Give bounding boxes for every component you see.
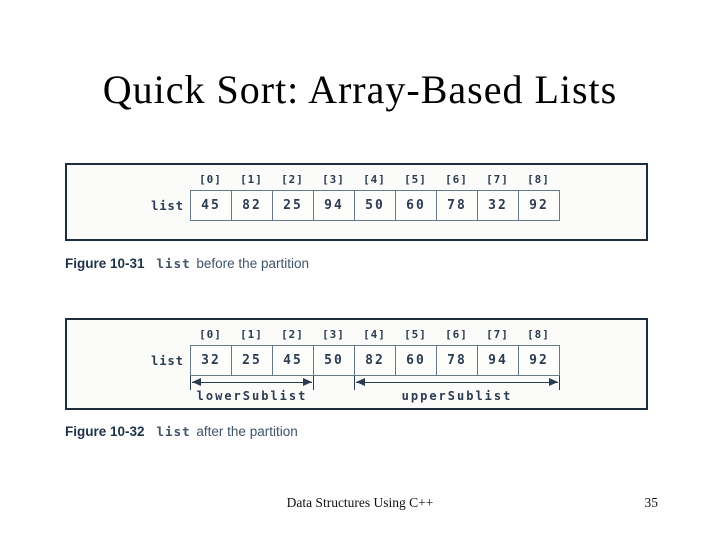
index-label: [4] — [363, 328, 386, 341]
caption-code: list — [156, 424, 191, 439]
array-cell: 94 — [313, 190, 355, 221]
array-cell: 32 — [190, 345, 232, 376]
arrowhead-left-icon — [356, 378, 365, 386]
range-tick — [559, 376, 560, 390]
caption-text: after the partition — [196, 424, 298, 439]
array-cell: 45 — [272, 345, 314, 376]
caption-text: before the partition — [196, 256, 309, 271]
array-cell: 25 — [231, 345, 273, 376]
index-label: [5] — [404, 173, 427, 186]
array-cell: 92 — [518, 190, 560, 221]
index-label: [1] — [240, 328, 263, 341]
index-label: [0] — [199, 173, 222, 186]
array-cell: 82 — [231, 190, 273, 221]
array-cell: 45 — [190, 190, 232, 221]
index-label: [3] — [322, 173, 345, 186]
footer-title: Data Structures Using C++ — [286, 495, 434, 510]
lower-sublist-span: lowerSublist — [190, 376, 314, 406]
array-after-partition: [0] [1] [2] [3] [4] [5] [6] [7] [8] list… — [151, 328, 560, 376]
double-arrow-icon — [192, 378, 312, 386]
array-cell: 60 — [395, 190, 437, 221]
index-label: [6] — [445, 173, 468, 186]
index-label: [5] — [404, 328, 427, 341]
array-before-partition: [0] [1] [2] [3] [4] [5] [6] [7] [8] list… — [151, 173, 560, 221]
array-cell: 50 — [354, 190, 396, 221]
arrowhead-left-icon — [192, 378, 201, 386]
array-cell: 50 — [313, 345, 355, 376]
array-cell: 78 — [436, 190, 478, 221]
index-label: [8] — [527, 328, 550, 341]
array-name-label: list — [151, 353, 184, 368]
figure-number: Figure 10-32 — [65, 424, 145, 439]
array-cell: 60 — [395, 345, 437, 376]
array-cell: 82 — [354, 345, 396, 376]
cell-row: list 45 82 25 94 50 60 78 32 92 — [151, 190, 560, 221]
index-row: [0] [1] [2] [3] [4] [5] [6] [7] [8] — [190, 328, 560, 342]
index-label: [2] — [281, 173, 304, 186]
range-tick — [354, 376, 355, 390]
arrowhead-right-icon — [303, 378, 312, 386]
array-cell: 78 — [436, 345, 478, 376]
range-tick — [313, 376, 314, 390]
caption-code: list — [156, 256, 191, 271]
range-tick — [190, 376, 191, 390]
index-label: [0] — [199, 328, 222, 341]
cell-row: list 32 25 45 50 82 60 78 94 92 — [151, 345, 560, 376]
array-cell: 32 — [477, 190, 519, 221]
page-number: 35 — [644, 495, 659, 510]
upper-sublist-label: upperSublist — [401, 389, 513, 403]
figure-number: Figure 10-31 — [65, 256, 145, 271]
figure-before-partition: [0] [1] [2] [3] [4] [5] [6] [7] [8] list… — [65, 163, 648, 241]
array-cell: 94 — [477, 345, 519, 376]
lower-sublist-label: lowerSublist — [196, 389, 308, 403]
index-label: [1] — [240, 173, 263, 186]
figure-after-partition: [0] [1] [2] [3] [4] [5] [6] [7] [8] list… — [65, 318, 648, 410]
index-label: [3] — [322, 328, 345, 341]
index-label: [8] — [527, 173, 550, 186]
index-row: [0] [1] [2] [3] [4] [5] [6] [7] [8] — [190, 173, 560, 187]
array-cell: 92 — [518, 345, 560, 376]
index-label: [4] — [363, 173, 386, 186]
upper-sublist-span: upperSublist — [354, 376, 560, 406]
index-label: [7] — [486, 173, 509, 186]
slide-title: Quick Sort: Array-Based Lists — [102, 67, 618, 112]
index-label: [6] — [445, 328, 468, 341]
array-cell: 25 — [272, 190, 314, 221]
figure-caption-10-32: Figure 10-32 list after the partition — [65, 424, 298, 439]
index-label: [2] — [281, 328, 304, 341]
arrowhead-right-icon — [549, 378, 558, 386]
double-arrow-icon — [356, 378, 558, 386]
figure-caption-10-31: Figure 10-31 list before the partition — [65, 256, 309, 271]
index-label: [7] — [486, 328, 509, 341]
array-name-label: list — [151, 198, 184, 213]
